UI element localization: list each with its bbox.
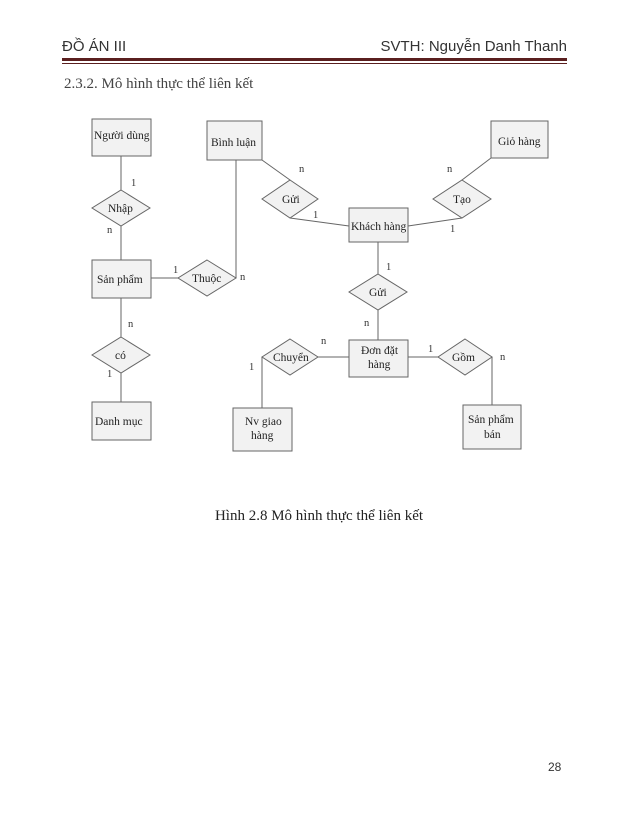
- svg-text:Gồm: Gồm: [452, 351, 475, 364]
- card-thuoc-1: 1: [173, 265, 178, 276]
- svg-text:Tạo: Tạo: [453, 194, 471, 206]
- svg-text:Bình luận: Bình luận: [211, 137, 256, 149]
- relation-co: có: [91, 336, 151, 374]
- relation-thuoc: Thuộc: [177, 259, 237, 297]
- relation-tao: Tạo: [432, 179, 492, 219]
- card-thuoc-n: n: [240, 272, 246, 283]
- card-gui-dh-1: 1: [386, 262, 391, 273]
- card-co-n: n: [128, 319, 134, 330]
- relation-gui-binh-luan: Gửi: [261, 179, 319, 219]
- card-gom-1: 1: [428, 344, 433, 355]
- svg-text:hàng: hàng: [251, 430, 274, 442]
- svg-text:Thuộc: Thuộc: [192, 273, 221, 285]
- svg-text:Người dùng: Người dùng: [94, 130, 150, 142]
- card-gui-bl-1: 1: [313, 210, 318, 221]
- relation-gom: Gồm: [437, 338, 493, 376]
- svg-text:Giỏ hàng: Giỏ hàng: [498, 136, 541, 148]
- header-rule-thin: [62, 63, 567, 64]
- entity-gio-hang: Giỏ hàng: [490, 120, 549, 159]
- card-tao-n: n: [447, 164, 453, 175]
- section-title: 2.3.2. Mô hình thực thể liên kết: [64, 76, 254, 92]
- card-gui-bl-n: n: [299, 164, 305, 175]
- line-tao-giohang: [461, 157, 492, 181]
- line-gui-khachhang: [289, 217, 350, 227]
- entity-san-pham-ban: Sản phẩm bán: [462, 404, 522, 450]
- card-co-1: 1: [107, 369, 112, 380]
- entity-san-pham: Sản phẩm: [91, 259, 152, 299]
- header-rule-thick: [62, 58, 567, 61]
- relation-gui-don-hang: Gửi: [348, 273, 408, 311]
- line-binhluan-gui: [261, 159, 291, 181]
- header-course-title: ĐỒ ÁN III: [62, 38, 127, 55]
- svg-text:Chuyển: Chuyển: [273, 351, 309, 364]
- card-nhap-top: 1: [131, 178, 136, 189]
- svg-text:Nv giao: Nv giao: [245, 416, 282, 428]
- relation-nhap: Nhập: [91, 189, 151, 227]
- svg-text:Khách hàng: Khách hàng: [351, 221, 406, 233]
- page-number: 28: [548, 760, 562, 774]
- header-student-name: SVTH: Nguyễn Danh Thanh: [380, 38, 568, 55]
- svg-text:Gửi: Gửi: [369, 287, 387, 299]
- entity-binh-luan: Bình luận: [206, 120, 263, 161]
- svg-text:Gửi: Gửi: [282, 194, 300, 206]
- er-diagram: Người dùng Bình luận Giỏ hàng Khách hàng…: [91, 118, 549, 452]
- entity-don-dat-hang: Đơn đặt hàng: [348, 339, 409, 378]
- svg-text:có: có: [115, 350, 126, 362]
- card-tao-1: 1: [450, 224, 455, 235]
- svg-text:Sản phẩm: Sản phẩm: [97, 273, 143, 286]
- card-nhap-bottom: n: [107, 225, 113, 236]
- figure-caption: Hình 2.8 Mô hình thực thể liên kết: [214, 508, 424, 524]
- svg-text:bán: bán: [484, 429, 501, 441]
- svg-text:hàng: hàng: [368, 359, 391, 371]
- relation-chuyen: Chuyển: [261, 338, 319, 376]
- card-chuyen-n: n: [321, 336, 327, 347]
- entity-khach-hang: Khách hàng: [348, 207, 409, 243]
- line-khachhang-tao: [407, 217, 463, 227]
- card-gui-dh-n: n: [364, 318, 370, 329]
- entity-nguoi-dung: Người dùng: [91, 118, 152, 157]
- svg-text:Danh mục: Danh mục: [95, 416, 143, 428]
- svg-text:Đơn đặt: Đơn đặt: [361, 345, 399, 357]
- svg-text:Nhập: Nhập: [108, 203, 133, 215]
- svg-text:Sản phẩm: Sản phẩm: [468, 413, 514, 426]
- entity-danh-muc: Danh mục: [91, 401, 152, 441]
- card-gom-n: n: [500, 352, 506, 363]
- entity-nv-giao-hang: Nv giao hàng: [232, 407, 293, 452]
- card-chuyen-1: 1: [249, 362, 254, 373]
